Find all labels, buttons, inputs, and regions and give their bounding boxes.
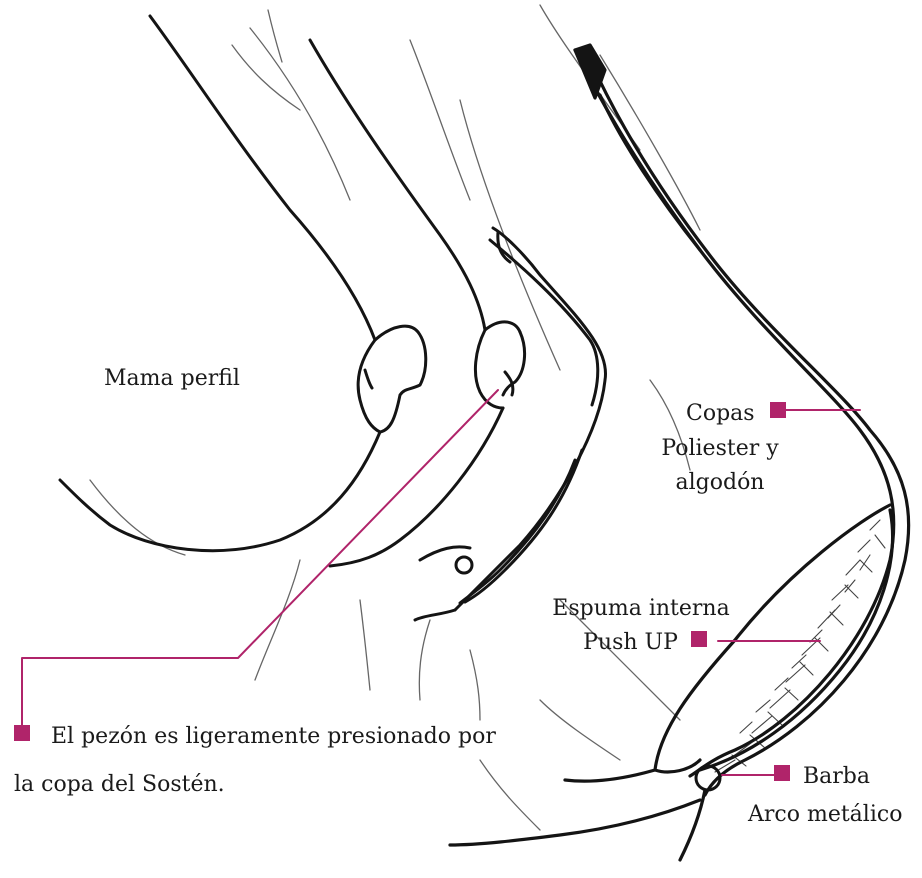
label-copas: Copas: [686, 397, 786, 431]
label-mama-perfil: Mama perfil: [104, 362, 240, 396]
label-espuma-line1: Espuma interna: [546, 592, 736, 626]
marker-square-icon: [774, 765, 790, 781]
label-espuma-line2-row: Push UP: [546, 626, 736, 660]
bra-cup-middle: [415, 228, 606, 620]
marker-square-icon: [691, 631, 707, 647]
marker-square-icon: [770, 402, 786, 418]
label-pezon-line1: El pezón es ligeramente presionado por: [51, 724, 496, 749]
label-arco-metalico: Arco metálico: [748, 798, 902, 832]
label-espuma: Espuma interna Push UP: [546, 592, 736, 660]
label-barba-text: Barba: [803, 764, 870, 789]
underwire-ring-middle: [456, 557, 472, 573]
label-barba: Barba: [774, 760, 870, 794]
label-pezon-line2: la copa del Sostén.: [14, 768, 225, 802]
label-espuma-line2: Push UP: [583, 630, 678, 655]
label-copas-line2: Poliester y: [650, 432, 790, 466]
breast-profile-middle: [310, 40, 525, 566]
breast-profile-left: [60, 16, 426, 551]
label-pezon: El pezón es ligeramente presionado por: [14, 720, 496, 754]
label-copas-line3: algodón: [650, 466, 790, 500]
leader-pezon: [22, 390, 498, 728]
label-copas-material: Poliester y algodón: [650, 432, 790, 500]
label-copas-text: Copas: [686, 401, 755, 426]
push-up-foam-texture: [715, 520, 885, 772]
marker-square-icon: [14, 725, 30, 741]
